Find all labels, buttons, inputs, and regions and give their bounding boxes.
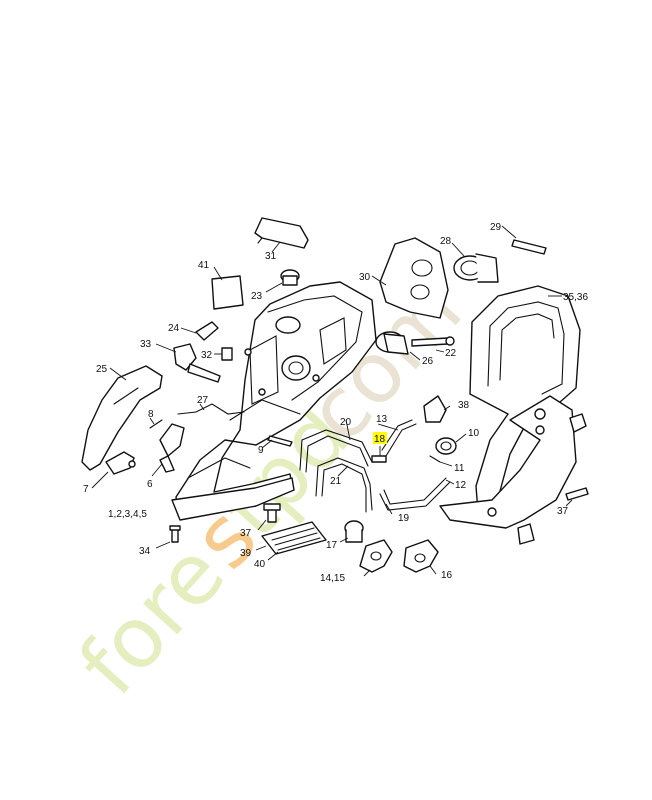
callout-41: 41 [198,260,210,271]
highlight-box-18 [373,432,387,444]
callout-19: 19 [398,513,410,524]
part-24 [180,321,219,341]
part-41 [211,266,244,310]
chassis [171,281,377,521]
callout-10: 10 [468,428,480,439]
callout-21: 21 [330,476,342,487]
part-7 [91,451,136,489]
part-39-40 [255,521,327,561]
callout-25: 25 [96,364,108,375]
callout-9: 9 [258,445,264,456]
callout-33: 33 [140,339,152,350]
part-37-a [257,503,281,531]
callout-13: 13 [376,414,388,425]
part-29 [501,225,547,255]
callout-8: 8 [148,409,154,420]
part-35-36 [439,285,587,545]
part-14-15 [359,539,393,577]
callout-6: 6 [147,479,153,490]
part-32 [214,347,233,361]
callout-37-b: 37 [557,506,569,517]
part-10 [435,433,467,455]
callout-32: 32 [201,350,213,361]
callout-labels: 31 41 23 30 28 29 35,36 24 33 32 22 26 2… [83,222,588,584]
part-18 [371,446,387,463]
part-28 [451,242,499,283]
part-13 [377,423,399,431]
part-27 [177,403,245,415]
callout-38: 38 [458,400,470,411]
callout-28: 28 [440,236,452,247]
callout-37-a: 37 [240,528,252,539]
part-34 [155,525,181,549]
part-11 [429,455,453,467]
callout-35-36: 35,36 [563,292,588,303]
part-37-b [565,487,589,507]
part-22 [411,336,455,353]
part-16 [403,539,439,575]
part-38 [423,395,451,423]
part-25 [81,365,163,471]
fuel-lines [299,419,451,515]
callout-17: 17 [326,540,338,551]
part-31 [254,217,309,253]
callout-1-5: 1,2,3,4,5 [108,509,147,520]
callout-26: 26 [422,356,434,367]
callout-11: 11 [454,463,465,474]
callout-24: 24 [168,323,180,334]
callout-34: 34 [139,546,151,557]
part-17 [339,520,364,543]
callout-18: 18 [374,434,386,445]
callout-29: 29 [490,222,502,233]
callout-40: 40 [254,559,266,570]
part-23 [265,269,300,293]
callout-23: 23 [251,291,263,302]
callout-27: 27 [197,395,209,406]
part-33 [155,343,221,383]
callout-12: 12 [455,480,467,491]
part-8 [149,417,163,429]
part-30 [371,237,449,319]
part-6 [151,423,185,477]
callout-31: 31 [265,251,277,262]
callout-39: 39 [240,548,252,559]
part-26 [375,331,421,361]
callout-22: 22 [445,348,457,359]
callout-30: 30 [359,272,371,283]
callout-20: 20 [340,417,352,428]
callout-7: 7 [83,484,89,495]
callout-14-15: 14,15 [320,573,345,584]
part-12 [445,479,455,485]
callout-16: 16 [441,570,453,581]
part-9 [261,435,293,449]
